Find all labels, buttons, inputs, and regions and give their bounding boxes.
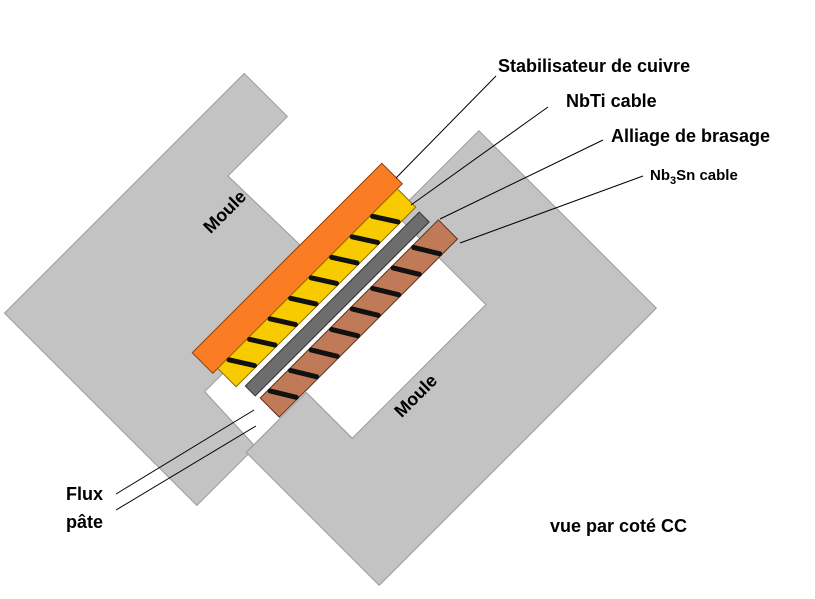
nb3sn-suffix: Sn cable	[676, 167, 738, 184]
label-nb3sn-cable: Nb3Sn cable	[650, 167, 738, 187]
nb3sn-prefix: Nb	[650, 167, 670, 184]
nbti-stripe	[288, 295, 319, 307]
leader-alloy	[439, 139, 604, 220]
leader-lines	[115, 75, 644, 511]
view-caption: vue par coté CC	[550, 516, 687, 536]
brazing-alloy	[244, 211, 430, 397]
cable-stack	[191, 162, 459, 418]
label-brazing-alloy: Alliage de brasage	[611, 126, 770, 146]
leader-nb3sn	[459, 175, 644, 244]
nb3sn-stripe	[349, 306, 381, 318]
nb3sn-stripe	[370, 285, 402, 298]
nb3sn-stripe	[390, 265, 422, 277]
leader-flux-1	[115, 409, 255, 495]
label-flux: Flux	[66, 484, 103, 504]
nbti-stripe	[226, 357, 258, 369]
nbti-stripes	[226, 213, 401, 369]
leader-nbti	[410, 106, 549, 206]
nb3sn-stripe	[308, 347, 340, 359]
nbti-stripe	[370, 213, 401, 225]
nb3sn-subscript: 3	[670, 175, 676, 187]
nbti-stripe	[349, 234, 381, 245]
nb3sn-stripes	[267, 244, 443, 400]
nb3sn-stripe	[288, 367, 320, 380]
nb3sn-stripe	[411, 244, 443, 257]
nbti-stripe	[267, 316, 299, 328]
label-nbti-cable: NbTi cable	[566, 91, 657, 111]
nb3sn-stripe	[329, 326, 361, 339]
nb3sn-stripe	[267, 388, 299, 400]
nbti-stripe	[308, 275, 340, 286]
nbti-stripe	[329, 254, 360, 266]
label-copper-stabilizer: Stabilisateur de cuivre	[498, 56, 690, 76]
label-paste: pâte	[66, 512, 103, 532]
nbti-stripe	[247, 336, 278, 348]
leader-copper	[395, 75, 497, 179]
leader-flux-2	[115, 425, 257, 511]
